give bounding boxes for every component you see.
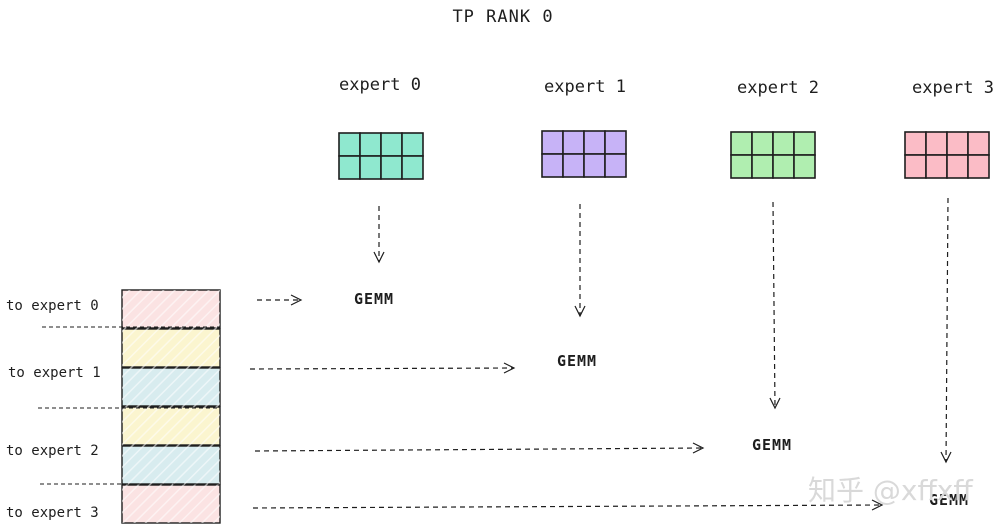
weight-cell <box>401 155 424 180</box>
weight-cell <box>583 130 606 155</box>
expert-0-down-arrow <box>373 206 385 264</box>
gemm-label-expert-3: GEMM <box>929 491 969 509</box>
dispatch-arrow-expert-0 <box>257 294 303 306</box>
token-stack <box>121 289 221 524</box>
weight-cell <box>904 131 927 156</box>
weight-cell <box>604 153 627 178</box>
expert-3-weight-grid <box>904 131 990 179</box>
weight-cell <box>583 153 606 178</box>
dispatch-arrow-expert-1 <box>249 362 516 374</box>
expert-2-label: expert 2 <box>737 78 819 98</box>
expert-1-down-arrow <box>574 204 586 318</box>
weight-cell <box>772 131 795 156</box>
expert-1-weight-grid <box>541 130 627 178</box>
weight-cell <box>562 153 585 178</box>
weight-cell <box>541 153 564 178</box>
gemm-label-expert-0: GEMM <box>354 290 394 308</box>
expert-3-down-arrow <box>940 197 952 464</box>
row-label-expert-3: to expert 3 <box>6 505 99 521</box>
diagram-title: TP RANK 0 <box>452 7 553 27</box>
dispatch-arrow-expert-3 <box>252 499 884 511</box>
weight-cell <box>359 155 382 180</box>
weight-cell <box>946 131 969 156</box>
weight-cell <box>604 130 627 155</box>
weight-cell <box>751 154 774 179</box>
weight-cell <box>967 131 990 156</box>
gemm-label-expert-1: GEMM <box>557 352 597 370</box>
expert-1-label: expert 1 <box>544 77 626 97</box>
weight-cell <box>925 154 948 179</box>
weight-cell <box>967 154 990 179</box>
expert-2-weight-grid <box>730 131 816 179</box>
weight-cell <box>541 130 564 155</box>
expert-3-label: expert 3 <box>912 78 994 98</box>
weight-cell <box>562 130 585 155</box>
gemm-label-expert-2: GEMM <box>752 436 792 454</box>
row-label-expert-2: to expert 2 <box>6 443 99 459</box>
expert-0-label: expert 0 <box>339 75 421 95</box>
weight-cell <box>338 155 361 180</box>
dispatch-arrow-expert-2 <box>254 442 705 454</box>
weight-cell <box>904 154 927 179</box>
weight-cell <box>380 132 403 157</box>
watermark-text: 知乎 @xffxff <box>808 474 973 507</box>
row-label-expert-0: to expert 0 <box>6 298 99 314</box>
weight-cell <box>359 132 382 157</box>
weight-cell <box>925 131 948 156</box>
weight-cell <box>401 132 424 157</box>
weight-cell <box>946 154 969 179</box>
expert-0-weight-grid <box>338 132 424 180</box>
weight-cell <box>772 154 795 179</box>
weight-cell <box>751 131 774 156</box>
expert-2-down-arrow <box>769 201 781 410</box>
weight-cell <box>730 154 753 179</box>
weight-cell <box>380 155 403 180</box>
weight-cell <box>793 131 816 156</box>
row-label-expert-1: to expert 1 <box>8 365 101 381</box>
weight-cell <box>730 131 753 156</box>
weight-cell <box>338 132 361 157</box>
weight-cell <box>793 154 816 179</box>
